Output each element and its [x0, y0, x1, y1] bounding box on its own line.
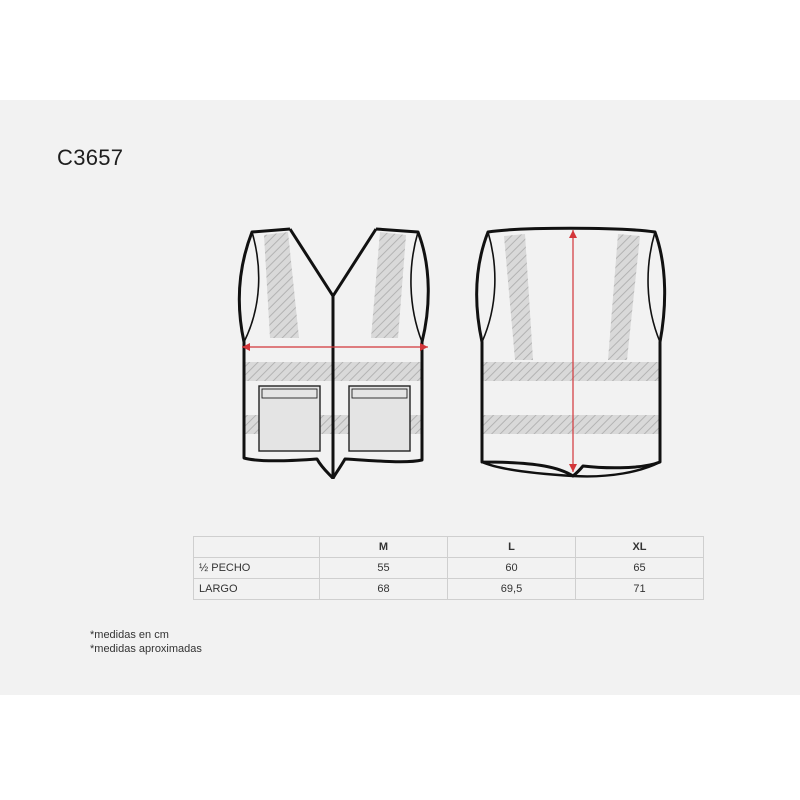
size-table-header-row: M L XL	[193, 536, 704, 558]
chest-value-m: 55	[319, 557, 448, 579]
front-left-pocket	[258, 385, 321, 452]
front-armhole-right	[410, 231, 423, 343]
vest-front-view	[237, 227, 430, 480]
front-right-shoulder-stripe	[371, 232, 406, 338]
length-value-l: 69,5	[447, 578, 576, 600]
table-row: ½ PECHO 55 60 65	[193, 557, 704, 579]
length-measure-arrow-bottom	[569, 464, 577, 472]
back-armhole-right	[647, 231, 661, 343]
front-left-shoulder-stripe	[264, 232, 299, 338]
front-outline-left	[237, 227, 335, 480]
size-header-xl: XL	[575, 536, 704, 558]
back-right-shoulder-stripe	[608, 234, 640, 360]
table-row: LARGO 68 69,5 71	[193, 578, 704, 600]
front-left-pocket-flap	[261, 388, 318, 399]
note-units: *medidas en cm	[90, 629, 169, 641]
row-label-chest: ½ PECHO	[193, 557, 320, 579]
back-hem-curve	[481, 460, 661, 478]
product-code: C3657	[57, 145, 124, 170]
front-outline-right	[331, 227, 430, 480]
length-value-xl: 71	[575, 578, 704, 600]
length-value-m: 68	[319, 578, 448, 600]
size-table-corner-cell	[193, 536, 320, 558]
length-measure-arrow-top	[569, 230, 577, 238]
chest-measure-arrow-left	[242, 343, 250, 351]
vest-back-view	[475, 226, 667, 478]
back-upper-band	[482, 362, 660, 381]
back-left-shoulder-stripe	[504, 234, 533, 360]
front-armhole-left	[243, 231, 260, 343]
size-header-m: M	[319, 536, 448, 558]
front-right-pocket	[348, 385, 411, 452]
note-approximate: *medidas aproximadas	[90, 643, 202, 655]
back-lower-band	[482, 415, 660, 434]
chest-measure-arrow-right	[420, 343, 428, 351]
size-table: M L XL ½ PECHO 55 60 65 LARGO 68 69,5 71	[193, 536, 704, 600]
size-header-l: L	[447, 536, 576, 558]
back-armhole-left	[481, 231, 496, 343]
chest-value-l: 60	[447, 557, 576, 579]
row-label-length: LARGO	[193, 578, 320, 600]
chest-value-xl: 65	[575, 557, 704, 579]
front-right-pocket-flap	[351, 388, 408, 399]
